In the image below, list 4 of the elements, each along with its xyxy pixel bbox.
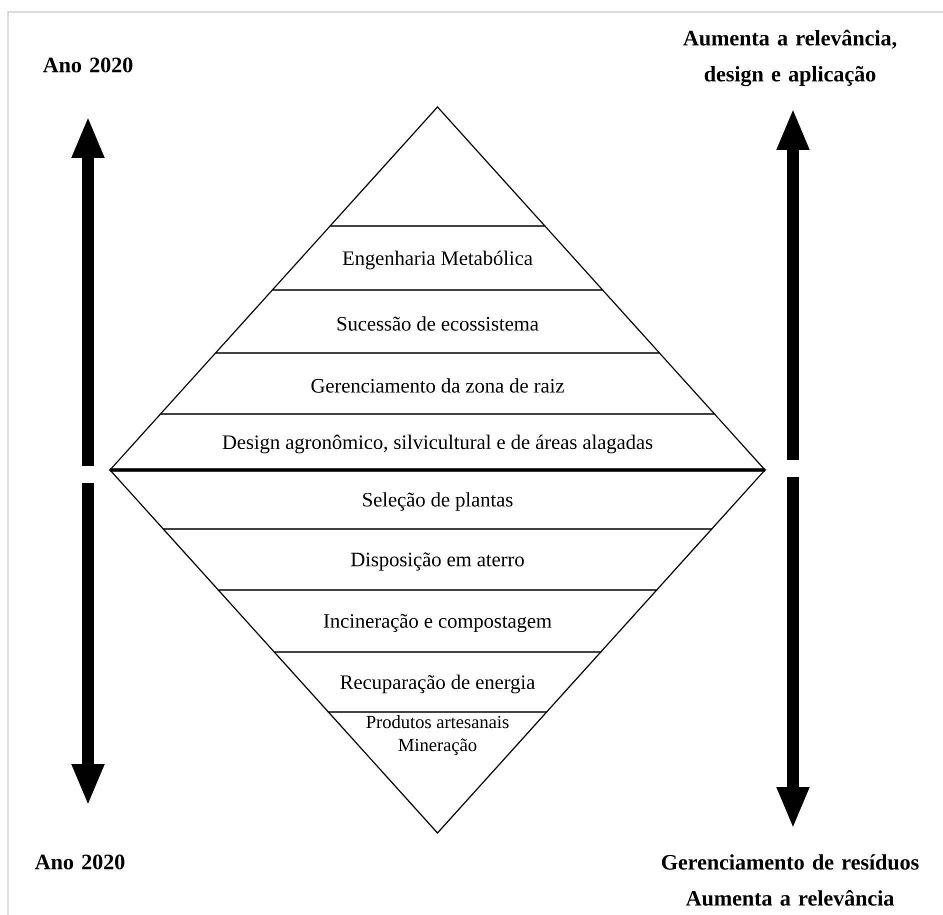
heading-label: Gerenciamento de resíduos Aumenta a relevância	[662, 854, 919, 906]
heading-label: Ano 2020	[35, 854, 124, 870]
heading-label: Ano 2020	[43, 58, 132, 72]
heading-label: Aumenta a relevância, design e aplicação	[683, 30, 896, 86]
